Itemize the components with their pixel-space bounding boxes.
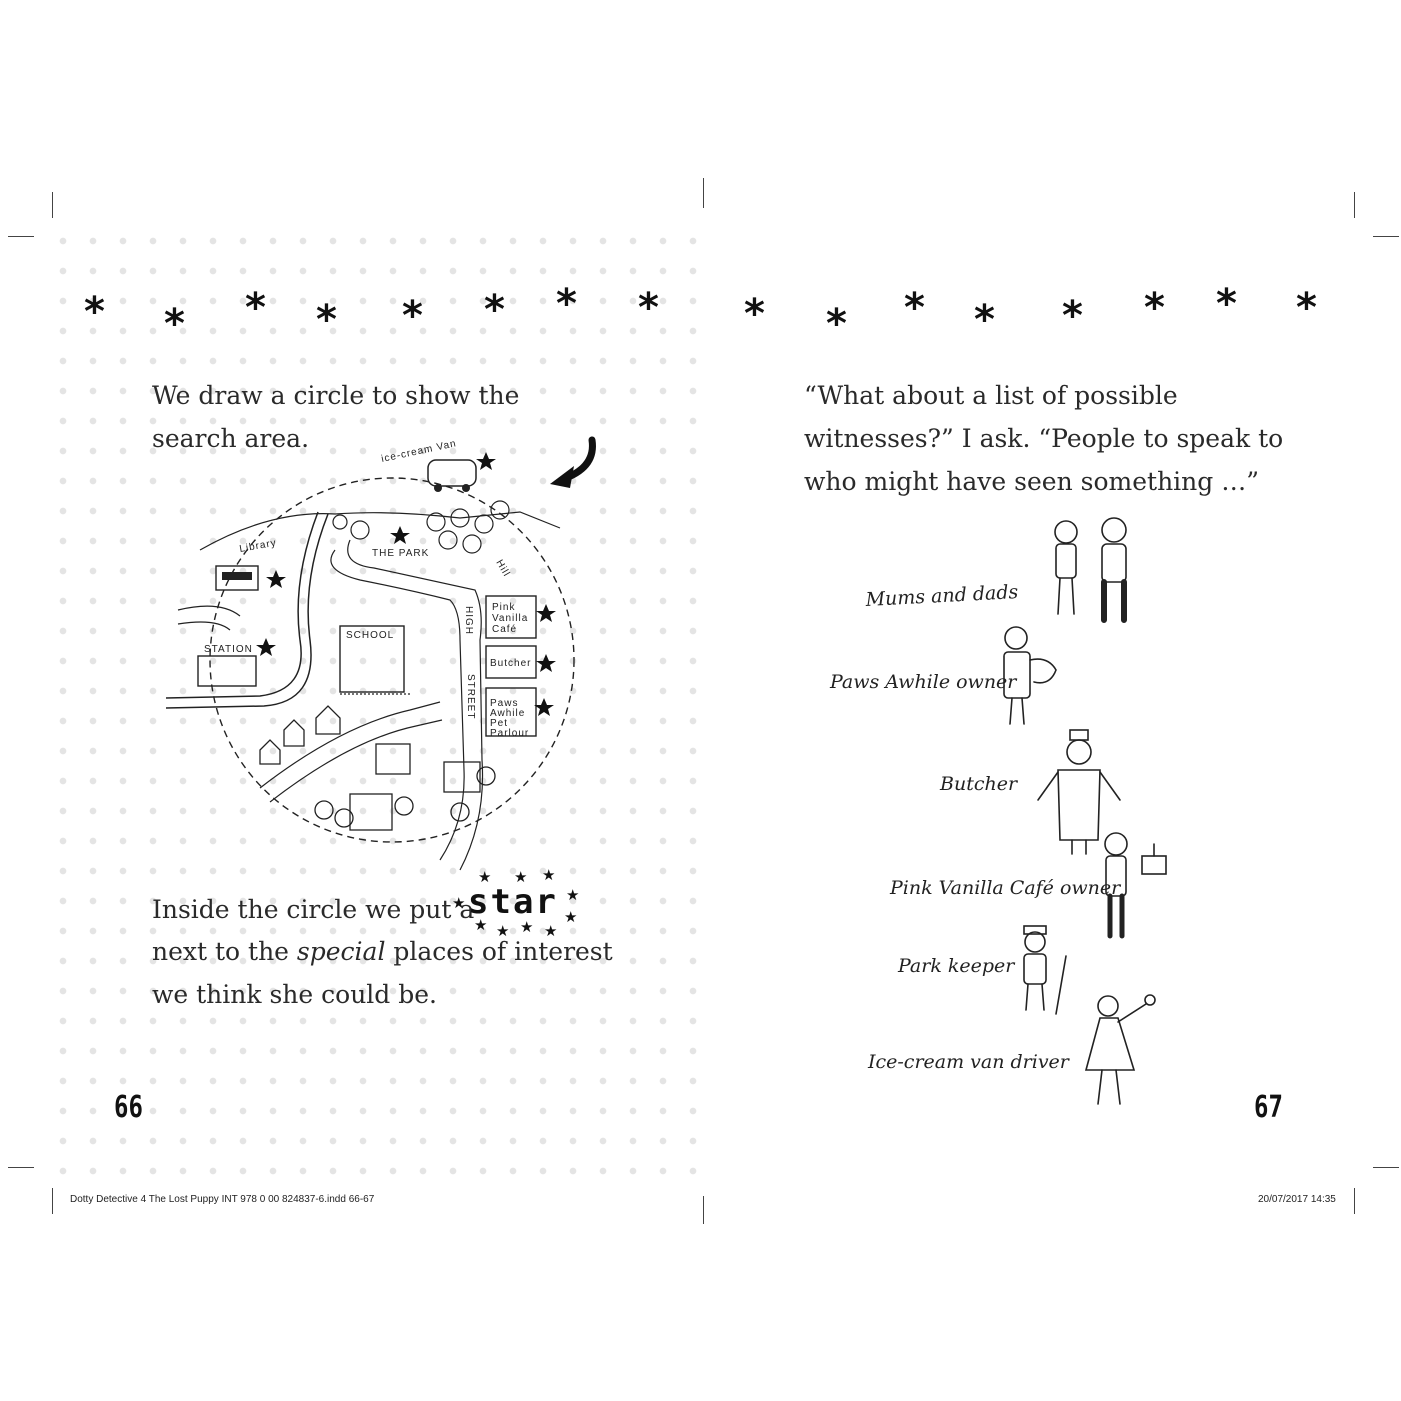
map-label-ice-cream-van: ice-cream Van — [380, 440, 457, 465]
park-keeper-figure — [1023, 925, 1067, 1015]
asterisk-decoration: * — [1144, 285, 1165, 331]
tiny-star-icon: ★ — [452, 894, 466, 912]
crop-mark — [52, 192, 53, 218]
map-label-parlour: Parlour — [490, 728, 529, 739]
asterisk-decoration: * — [316, 297, 337, 343]
map-label-pink: Pink — [492, 602, 515, 613]
star-word: star — [468, 882, 558, 922]
map-label-butcher: Butcher — [490, 658, 531, 669]
crop-mark — [703, 1196, 704, 1224]
crop-mark — [1354, 192, 1355, 218]
crop-mark — [703, 178, 704, 208]
witnesses-paragraph-line-1: “What about a list of possible — [804, 381, 1178, 410]
witness-label-ice-cream-driver: Ice-cream van driver — [867, 1051, 1071, 1073]
tiny-star-icon: ★ — [544, 922, 558, 940]
asterisk-decoration: * — [1062, 293, 1083, 339]
cafe-owner-figure — [1104, 832, 1167, 939]
witness-label-butcher: Butcher — [939, 773, 1019, 795]
arrow-icon — [550, 436, 596, 488]
paws-owner-figure — [1003, 626, 1057, 725]
print-slug-left: Dotty Detective 4 The Lost Puppy INT 978… — [70, 1194, 375, 1205]
crop-mark — [1354, 1188, 1355, 1214]
asterisk-decoration: * — [744, 291, 765, 337]
crop-mark — [1373, 1167, 1399, 1168]
asterisk-decoration: * — [904, 285, 925, 331]
tiny-star-icon: ★ — [514, 868, 528, 886]
special-emphasis: special — [296, 937, 386, 966]
map-label-cafe: Café — [492, 624, 517, 635]
map-label-pet: Pet — [490, 718, 508, 729]
asterisk-decoration: * — [974, 297, 995, 343]
map-label-station: STATION — [204, 644, 253, 655]
star-paragraph-line-1: Inside the circle we put a — [152, 895, 475, 924]
map-label-street: STREET — [465, 674, 476, 719]
tiny-star-icon: ★ — [542, 866, 556, 884]
map-label-the-park: THE PARK — [372, 548, 429, 559]
witness-label-mums-and-dads: Mums and dads — [864, 581, 1019, 611]
dad-figure — [1101, 517, 1127, 623]
butcher-figure — [1037, 729, 1121, 855]
map-label-vanilla: Vanilla — [492, 613, 528, 624]
asterisk-decoration: * — [1216, 281, 1237, 327]
tiny-star-icon: ★ — [520, 918, 534, 936]
witnesses-paragraph-line-3: who might have seen something …” — [804, 467, 1259, 496]
map-label-high: HIGH — [463, 606, 474, 635]
map-label-awhile: Awhile — [490, 708, 525, 719]
page-number-right: 67 — [1254, 1090, 1283, 1125]
right-page — [703, 218, 1359, 1184]
mum-figure — [1054, 520, 1078, 615]
witness-label-park-keeper: Park keeper — [897, 955, 1016, 977]
asterisk-decoration: * — [556, 281, 577, 327]
search-area-map: ice-cream Van THE PARK Hill Library STAT… — [165, 440, 575, 871]
search-area-paragraph: We draw a circle to show the search area… — [152, 381, 520, 453]
asterisk-decoration: * — [1296, 285, 1317, 331]
tiny-star-icon: ★ — [566, 886, 580, 904]
tiny-star-icon: ★ — [478, 868, 492, 886]
search-circle — [209, 477, 575, 843]
witness-label-paws-awhile-owner: Paws Awhile owner — [829, 671, 1018, 693]
map-label-paws: Paws — [490, 698, 518, 709]
asterisk-decoration: * — [638, 285, 659, 331]
asterisk-decoration: * — [402, 293, 423, 339]
tiny-star-icon: ★ — [564, 908, 578, 926]
crop-mark — [52, 1188, 53, 1214]
asterisk-decoration: * — [484, 287, 505, 333]
map-label-school: SCHOOL — [346, 630, 394, 641]
crop-mark — [1373, 236, 1399, 237]
asterisk-decoration: * — [245, 285, 266, 331]
map-label-hill: Hill — [493, 558, 511, 579]
witnesses-paragraph-line-2: witnesses?” I ask. “People to speak to — [804, 424, 1284, 453]
print-slug-right: 20/07/2017 14:35 — [1258, 1194, 1336, 1205]
ice-cream-driver-figure — [1084, 994, 1156, 1105]
page-number-left: 66 — [114, 1090, 143, 1125]
asterisk-decoration: * — [826, 301, 847, 347]
tiny-star-icon: ★ — [496, 922, 510, 940]
asterisk-decoration: * — [164, 301, 185, 347]
left-page — [42, 218, 702, 1184]
map-label-library: Library — [239, 538, 278, 555]
tiny-star-icon: ★ — [474, 916, 488, 934]
crop-mark — [8, 1167, 34, 1168]
witness-label-cafe-owner: Pink Vanilla Café owner — [889, 877, 1122, 899]
witnesses-illustration: Mums and dads Paws Awhile owner Butcher … — [829, 517, 1167, 1105]
star-paragraph-line-3: we think she could be. — [152, 980, 437, 1009]
asterisk-decoration: * — [84, 289, 105, 335]
crop-mark — [8, 236, 34, 237]
star-paragraph-line-2: next to the special places of interest — [152, 937, 613, 966]
